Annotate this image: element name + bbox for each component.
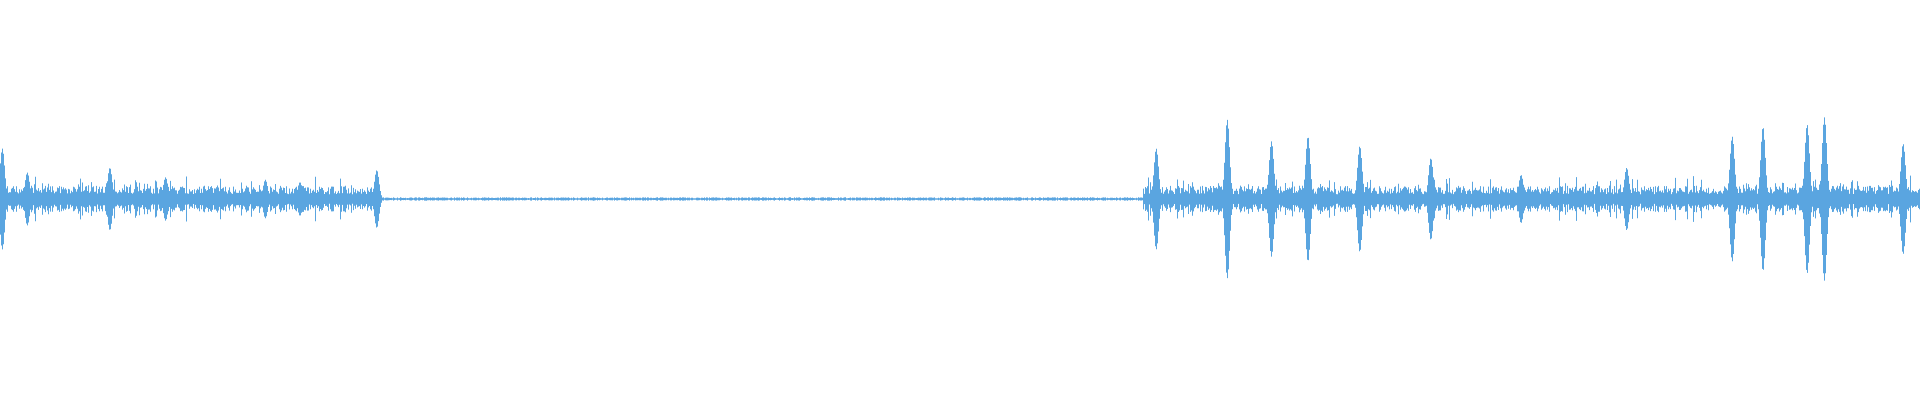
waveform-bars <box>0 117 1920 281</box>
